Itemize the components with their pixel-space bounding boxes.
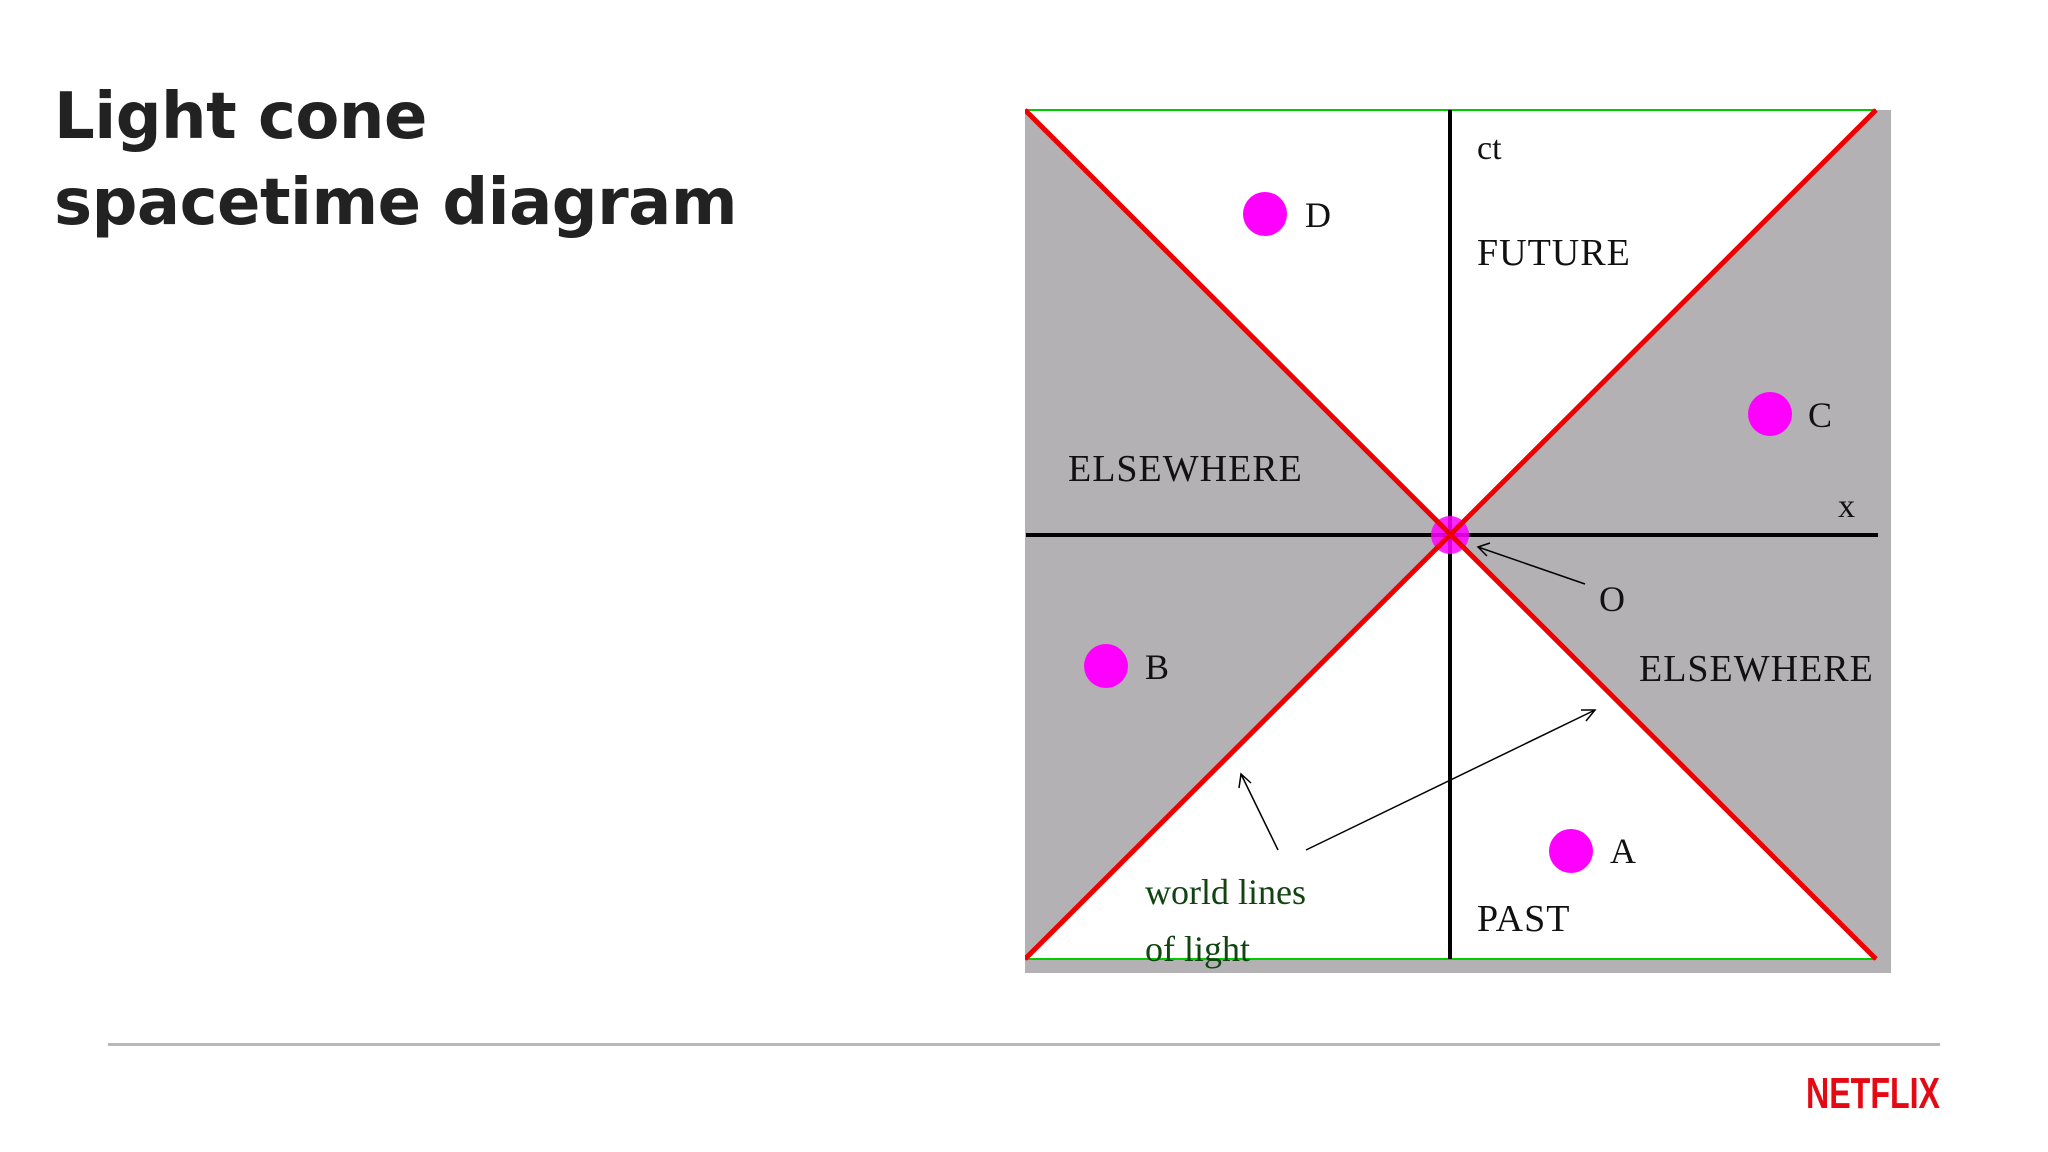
future-region-label: FUTURE [1477, 232, 1631, 274]
event-d-marker [1243, 192, 1287, 236]
origin-label: O [1599, 579, 1625, 619]
slide-title-line-2: spacetime diagram [54, 166, 738, 240]
event-b-label: B [1145, 647, 1169, 687]
event-a-label: A [1610, 831, 1636, 871]
light-cone-diagram: ct x FUTURE PAST ELSEWHERE ELSEWHERE O D… [1025, 107, 1891, 973]
elsewhere-right-label: ELSEWHERE [1639, 648, 1874, 690]
space-axis-label: x [1838, 488, 1855, 525]
light-line-arrows [1238, 709, 1597, 851]
light-lines-label-line-2: of light [1145, 929, 1250, 969]
past-region-label: PAST [1477, 898, 1570, 940]
light-lines-label-line-1: world lines [1145, 872, 1306, 912]
time-axis-label: ct [1477, 130, 1502, 167]
slide-title-line-1: Light cone [54, 80, 427, 154]
event-d-label: D [1305, 195, 1331, 235]
diagram-bottom-strip [1025, 959, 1891, 973]
event-b-marker [1084, 644, 1128, 688]
footer-divider [108, 1043, 1940, 1046]
slide-title: Light cone spacetime diagram [54, 74, 738, 246]
event-c-marker [1748, 392, 1792, 436]
light-line-ascending [1025, 108, 1878, 961]
elsewhere-left-label: ELSEWHERE [1068, 448, 1303, 490]
origin-arrow [1476, 542, 1586, 585]
event-a-marker [1549, 829, 1593, 873]
netflix-logo-text: NETFLIX [1806, 1069, 1940, 1116]
event-c-label: C [1808, 395, 1832, 435]
netflix-logo: NETFLIX [1806, 1069, 1940, 1116]
